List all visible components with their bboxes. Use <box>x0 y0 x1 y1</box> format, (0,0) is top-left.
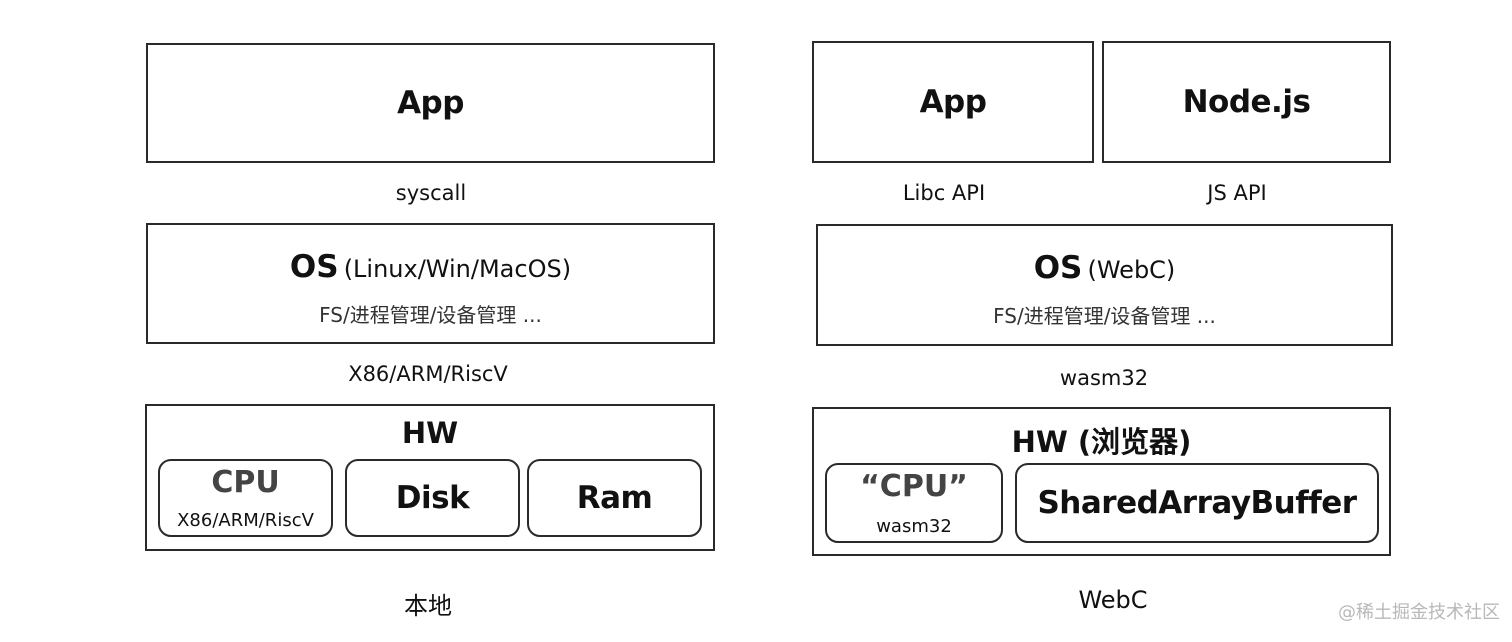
webc-libc-api-label: Libc API <box>902 181 986 205</box>
local-app-label: App <box>397 85 464 121</box>
webc-arch-label: wasm32 <box>1059 366 1149 390</box>
webc-nodejs-box: Node.js <box>1102 41 1391 163</box>
webc-cpu-title: “CPU” <box>860 469 968 504</box>
webc-os-title: OS <box>1033 250 1083 286</box>
webc-js-api-label: JS API <box>1207 181 1267 205</box>
local-hw-title: HW <box>401 416 459 450</box>
local-cpu-sub: X86/ARM/RiscV <box>177 510 314 531</box>
local-disk-label: Disk <box>395 480 470 516</box>
local-app-box: App <box>146 43 715 163</box>
local-ram-label: Ram <box>576 480 653 516</box>
webc-caption: WebC <box>1078 586 1148 614</box>
webc-os-detail: FS/进程管理/设备管理 ... <box>993 304 1216 328</box>
webc-app-label: App <box>919 84 987 120</box>
watermark: @稀土掘金技术社区 <box>1338 602 1500 623</box>
webc-sab-box: SharedArrayBuffer <box>1015 463 1379 543</box>
webc-cpu-sub: wasm32 <box>876 516 952 537</box>
webc-sab-label: SharedArrayBuffer <box>1037 485 1357 521</box>
local-ram-box: Ram <box>527 459 702 537</box>
local-caption: 本地 <box>404 592 452 620</box>
local-cpu-title: CPU <box>211 465 280 500</box>
webc-app-box: App <box>812 41 1094 163</box>
local-os-detail: FS/进程管理/设备管理 ... <box>319 303 542 327</box>
local-os-title: OS <box>289 249 339 285</box>
local-syscall-label: syscall <box>395 181 467 205</box>
local-os-box: OS (Linux/Win/MacOS) FS/进程管理/设备管理 ... <box>146 223 715 344</box>
local-os-subtitle: (Linux/Win/MacOS) <box>343 255 572 283</box>
local-arch-label: X86/ARM/RiscV <box>348 362 508 386</box>
webc-hw-title: HW (浏览器) <box>1011 425 1192 459</box>
webc-cpu-box: “CPU” wasm32 <box>825 463 1003 543</box>
webc-os-box: OS (WebC) FS/进程管理/设备管理 ... <box>816 224 1393 346</box>
local-disk-box: Disk <box>345 459 520 537</box>
local-cpu-box: CPU X86/ARM/RiscV <box>158 459 333 537</box>
webc-os-subtitle: (WebC) <box>1087 256 1176 284</box>
webc-nodejs-label: Node.js <box>1182 84 1311 120</box>
